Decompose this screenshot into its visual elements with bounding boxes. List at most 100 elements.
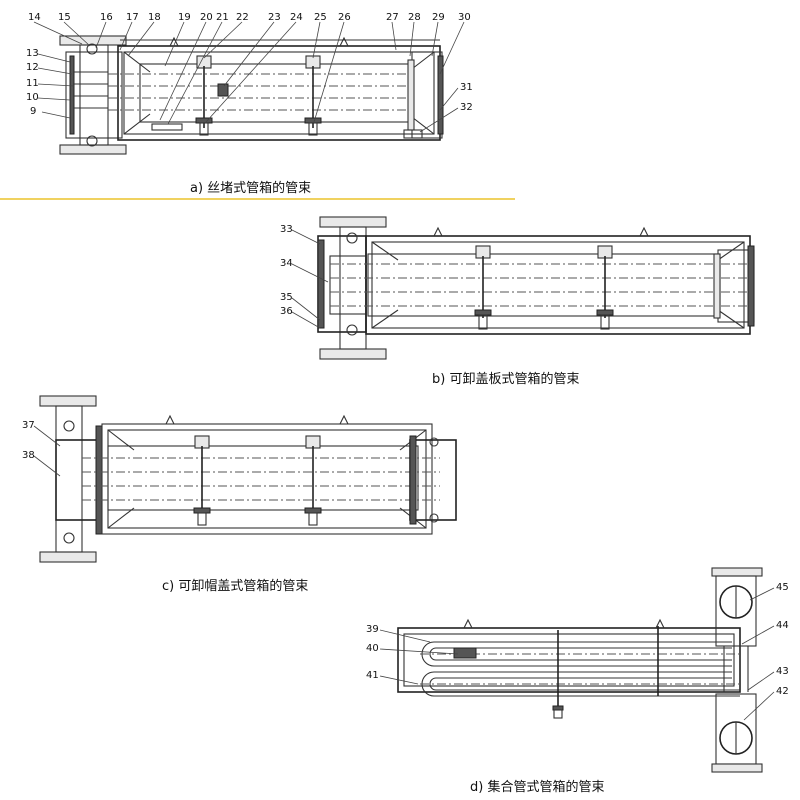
lifting-lug bbox=[639, 226, 649, 237]
part-number-label: 16 bbox=[100, 12, 113, 23]
part-number-label: 23 bbox=[268, 12, 281, 23]
part-number-label: 45 bbox=[776, 582, 789, 593]
part-number-label: 17 bbox=[126, 12, 139, 23]
left-header-box bbox=[65, 51, 123, 139]
side-frame bbox=[365, 235, 751, 335]
bolt bbox=[429, 513, 439, 523]
tube-support-1 bbox=[195, 55, 213, 136]
u-tubes bbox=[420, 641, 740, 697]
inner-frame bbox=[403, 633, 735, 687]
tube-support-2 bbox=[304, 435, 322, 526]
part-number-label: 20 bbox=[200, 12, 213, 23]
part-number-label: 10 bbox=[26, 92, 39, 103]
part-number-label: 18 bbox=[148, 12, 161, 23]
frame-braces bbox=[371, 241, 745, 329]
bolt bbox=[346, 324, 358, 336]
lifting-lug bbox=[463, 618, 473, 629]
panel-a-plug-type-header-bundle: 14 15 16 17 18 19 20 21 22 23 24 25 26 2… bbox=[26, 12, 473, 196]
part-number-label: 38 bbox=[22, 450, 35, 461]
part-number-label: 22 bbox=[236, 12, 249, 23]
part-number-label: 9 bbox=[30, 106, 36, 117]
panel-a-leader-lines bbox=[33, 21, 465, 133]
lifting-lug bbox=[655, 618, 665, 629]
lifting-lug bbox=[169, 36, 179, 47]
left-header-box bbox=[317, 235, 367, 333]
side-frame bbox=[397, 627, 741, 693]
nameplate bbox=[151, 123, 183, 131]
inner-frame bbox=[123, 51, 435, 135]
panel-b-removable-cover-plate-header-bundle: 33 34 35 36 b) 可卸盖板式管箱的管束 bbox=[280, 216, 755, 387]
tubes bbox=[330, 263, 748, 307]
lifting-lug bbox=[433, 226, 443, 237]
plug-top bbox=[86, 43, 98, 55]
tube-support-2 bbox=[596, 245, 614, 330]
part-number-label: 24 bbox=[290, 12, 303, 23]
left-header-plate bbox=[69, 55, 75, 135]
part-number-label: 30 bbox=[458, 12, 471, 23]
caption-a: a) 丝堵式管箱的管束 bbox=[190, 180, 311, 196]
part-number-label: 32 bbox=[460, 102, 473, 113]
part-number-label: 41 bbox=[366, 670, 379, 681]
cap-flange bbox=[95, 425, 103, 535]
panel-c-leader-lines bbox=[33, 425, 61, 477]
panel-d-leader-lines bbox=[379, 587, 775, 721]
right-header-plate bbox=[437, 55, 444, 135]
tube-bundle bbox=[139, 63, 411, 123]
caption-d: d) 集合管式管箱的管束 bbox=[470, 779, 604, 795]
right-cover-plate bbox=[747, 245, 755, 327]
left-tube-ends bbox=[74, 71, 108, 109]
panel-b-leader-lines bbox=[291, 229, 329, 329]
panel-c-removable-cap-header-bundle: 37 38 c) 可卸帽盖式管箱的管束 bbox=[22, 395, 457, 594]
part-number-label: 29 bbox=[432, 12, 445, 23]
nozzle-flange-top bbox=[39, 395, 97, 407]
part-number-label: 39 bbox=[366, 624, 379, 635]
nozzle-flange-bottom bbox=[39, 551, 97, 563]
header-cap bbox=[55, 439, 101, 521]
part-number-label: 34 bbox=[280, 258, 293, 269]
lower-manifold-flange bbox=[711, 763, 763, 773]
part-number-label: 26 bbox=[338, 12, 351, 23]
right-tube-sheet bbox=[407, 59, 415, 131]
nozzle-pipe bbox=[339, 226, 367, 350]
side-frame bbox=[101, 423, 433, 535]
part-number-label: 36 bbox=[280, 306, 293, 317]
lifting-lug bbox=[339, 36, 349, 47]
bolt bbox=[346, 232, 358, 244]
side-frame bbox=[117, 45, 441, 141]
header-inner bbox=[329, 255, 367, 315]
tubes bbox=[108, 73, 414, 111]
nozzle-pipe bbox=[55, 405, 83, 553]
lifting-lug bbox=[339, 414, 349, 425]
spacer-block bbox=[217, 83, 229, 97]
part-number-label: 43 bbox=[776, 666, 789, 677]
tubes bbox=[82, 457, 440, 501]
part-number-label: 21 bbox=[216, 12, 229, 23]
bolt bbox=[429, 437, 439, 447]
part-number-label: 14 bbox=[28, 12, 41, 23]
caption-b: b) 可卸盖板式管箱的管束 bbox=[432, 371, 579, 387]
bolt bbox=[63, 532, 75, 544]
bolt bbox=[63, 420, 75, 432]
right-cap-flange bbox=[409, 435, 417, 525]
panel-d-labels: 39 40 41 42 43 44 45 bbox=[366, 582, 789, 697]
part-number-label: 35 bbox=[280, 292, 293, 303]
part-number-label: 33 bbox=[280, 224, 293, 235]
part-number-label: 42 bbox=[776, 686, 789, 697]
part-number-label: 44 bbox=[776, 620, 789, 631]
nozzle-flange-top bbox=[319, 216, 387, 228]
part-number-label: 11 bbox=[26, 78, 39, 89]
tube-supports bbox=[552, 626, 659, 719]
right-tube-sheet bbox=[713, 253, 721, 319]
part-number-label: 13 bbox=[26, 48, 39, 59]
frame-braces bbox=[107, 429, 427, 529]
caption-c: c) 可卸帽盖式管箱的管束 bbox=[162, 578, 308, 594]
part-number-label: 37 bbox=[22, 420, 35, 431]
tube-support-1 bbox=[193, 435, 211, 526]
part-number-label: 28 bbox=[408, 12, 421, 23]
tube-support-2 bbox=[304, 55, 322, 136]
inner-frame bbox=[371, 241, 745, 329]
inner-frame bbox=[107, 429, 427, 529]
tube-support-1 bbox=[474, 245, 492, 330]
spacer-block bbox=[453, 647, 477, 659]
panel-b-labels: 33 34 35 36 bbox=[280, 224, 293, 317]
